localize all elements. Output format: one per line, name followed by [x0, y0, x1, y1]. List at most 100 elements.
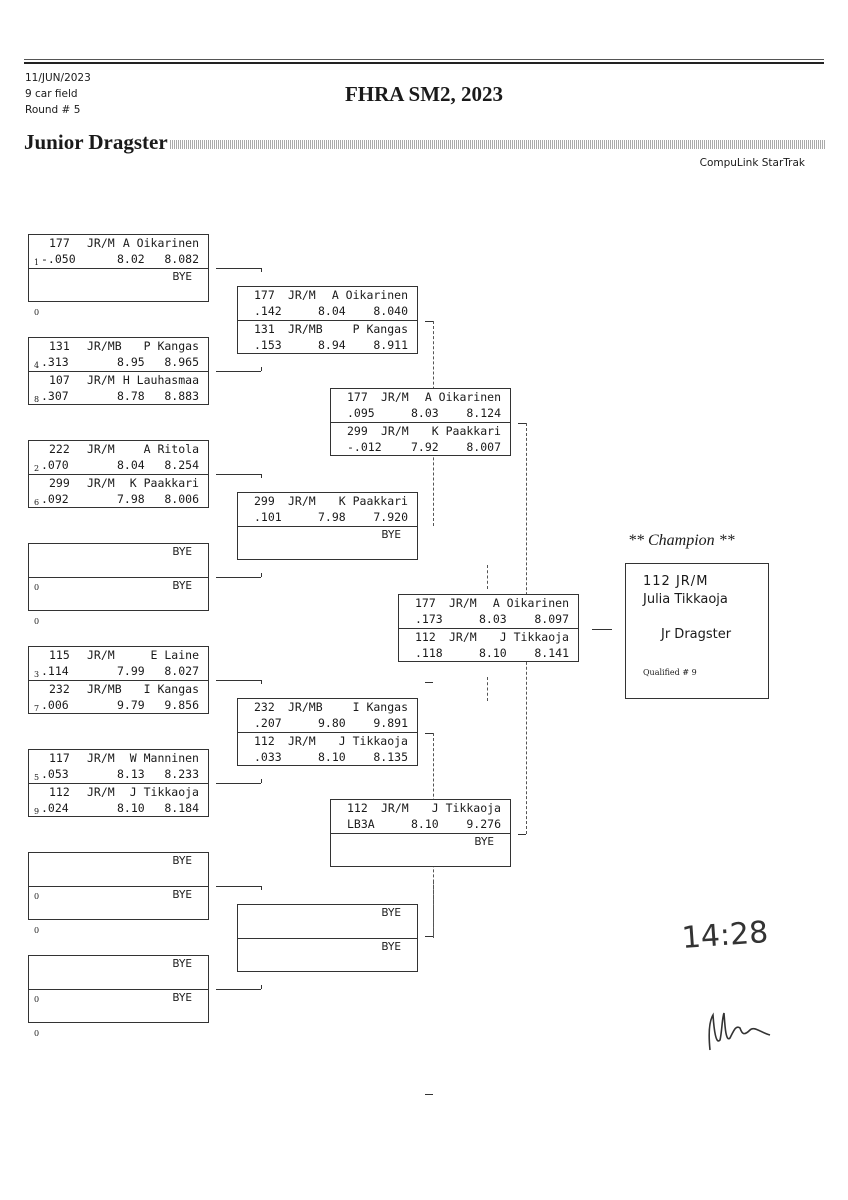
connector-line: [518, 423, 526, 424]
elapsed-time: 8.10: [318, 750, 346, 764]
speed-value: 8.911: [373, 338, 408, 352]
connector-dashed: [433, 881, 434, 936]
driver-name: W Manninen: [129, 751, 199, 765]
elapsed-time: 7.92: [411, 440, 439, 454]
lane-row-2: 0: [29, 903, 208, 935]
speed-value: 8.233: [164, 767, 199, 781]
handwritten-notes: 14:28: [681, 915, 771, 1051]
elapsed-time: 7.98: [318, 510, 346, 524]
bye-label: BYE: [172, 958, 192, 970]
car-class: JR/M: [87, 442, 115, 456]
car-class: JR/M: [288, 288, 316, 302]
connector-tick: [261, 985, 262, 989]
elapsed-time: 8.04: [117, 458, 145, 472]
lane-row-1: BYE: [238, 939, 417, 955]
driver-name: E Laine: [150, 648, 199, 662]
signature-mark: [708, 1012, 771, 1051]
car-class: JR/MB: [87, 339, 122, 353]
speed-value: 8.184: [164, 801, 199, 815]
driver-name: P Kangas: [143, 339, 199, 353]
lane-row-2: 0: [29, 869, 208, 901]
qualifying-position: 2: [34, 464, 40, 473]
speed-value: 8.254: [164, 458, 199, 472]
connector-line: [216, 474, 261, 475]
car-number: 177: [254, 288, 275, 302]
bye-label: BYE: [381, 907, 401, 919]
reaction-time: LB3A: [347, 817, 375, 831]
car-number: 232: [49, 682, 70, 696]
car-class: JR/MB: [87, 682, 122, 696]
speed-value: 8.027: [164, 664, 199, 678]
qualifying-position: 0: [34, 308, 40, 317]
qualifying-position: 7: [34, 704, 40, 713]
elapsed-time: 8.10: [479, 646, 507, 660]
elapsed-time: 9.79: [117, 698, 145, 712]
car-class: JR/M: [87, 476, 115, 490]
connector-line: [216, 268, 261, 269]
connector-line: [216, 577, 261, 578]
champion-car-class: 112 JR/M: [643, 574, 709, 589]
car-class: JR/M: [381, 801, 409, 815]
connector-tick: [261, 680, 262, 684]
car-number: 177: [415, 596, 436, 610]
car-number: 115: [49, 648, 70, 662]
driver-name: A Oikarinen: [492, 596, 569, 610]
event-date: 11/JUN/2023: [25, 72, 91, 84]
reaction-time: .207: [254, 716, 282, 730]
qualifying-position: 9: [34, 807, 40, 816]
lane-slot: BYE: [238, 905, 417, 938]
champion-qualified: Qualified # 9: [643, 668, 697, 677]
field-size: 9 car field: [25, 88, 78, 100]
driver-name: H Lauhasmaa: [122, 373, 199, 387]
car-number: 232: [254, 700, 275, 714]
lane-row-2: 0: [29, 972, 208, 1004]
elapsed-time: 8.10: [117, 801, 145, 815]
driver-name: K Paakkari: [431, 424, 501, 438]
qualifying-position: 5: [34, 773, 40, 782]
lane-row-2: 0: [29, 1006, 208, 1038]
connector-tick: [261, 886, 262, 890]
connector-dashed: [487, 565, 488, 589]
lane-row-2: .070 8.04 8.254 2: [29, 457, 208, 473]
speed-value: 8.965: [164, 355, 199, 369]
connector-line: [425, 321, 433, 322]
speed-value: 8.141: [534, 646, 569, 660]
speed-value: 9.276: [466, 817, 501, 831]
qualifying-position: 0: [34, 892, 40, 901]
driver-name: K Paakkari: [338, 494, 408, 508]
qualifying-position: 0: [34, 617, 40, 626]
reaction-time: .070: [41, 458, 69, 472]
speed-value: 8.124: [466, 406, 501, 420]
driver-name: A Oikarinen: [122, 236, 199, 250]
lane-row-2: [238, 955, 417, 971]
car-number: 112: [347, 801, 368, 815]
speed-value: 8.007: [466, 440, 501, 454]
elapsed-time: 8.03: [411, 406, 439, 420]
reaction-time: .092: [41, 492, 69, 506]
